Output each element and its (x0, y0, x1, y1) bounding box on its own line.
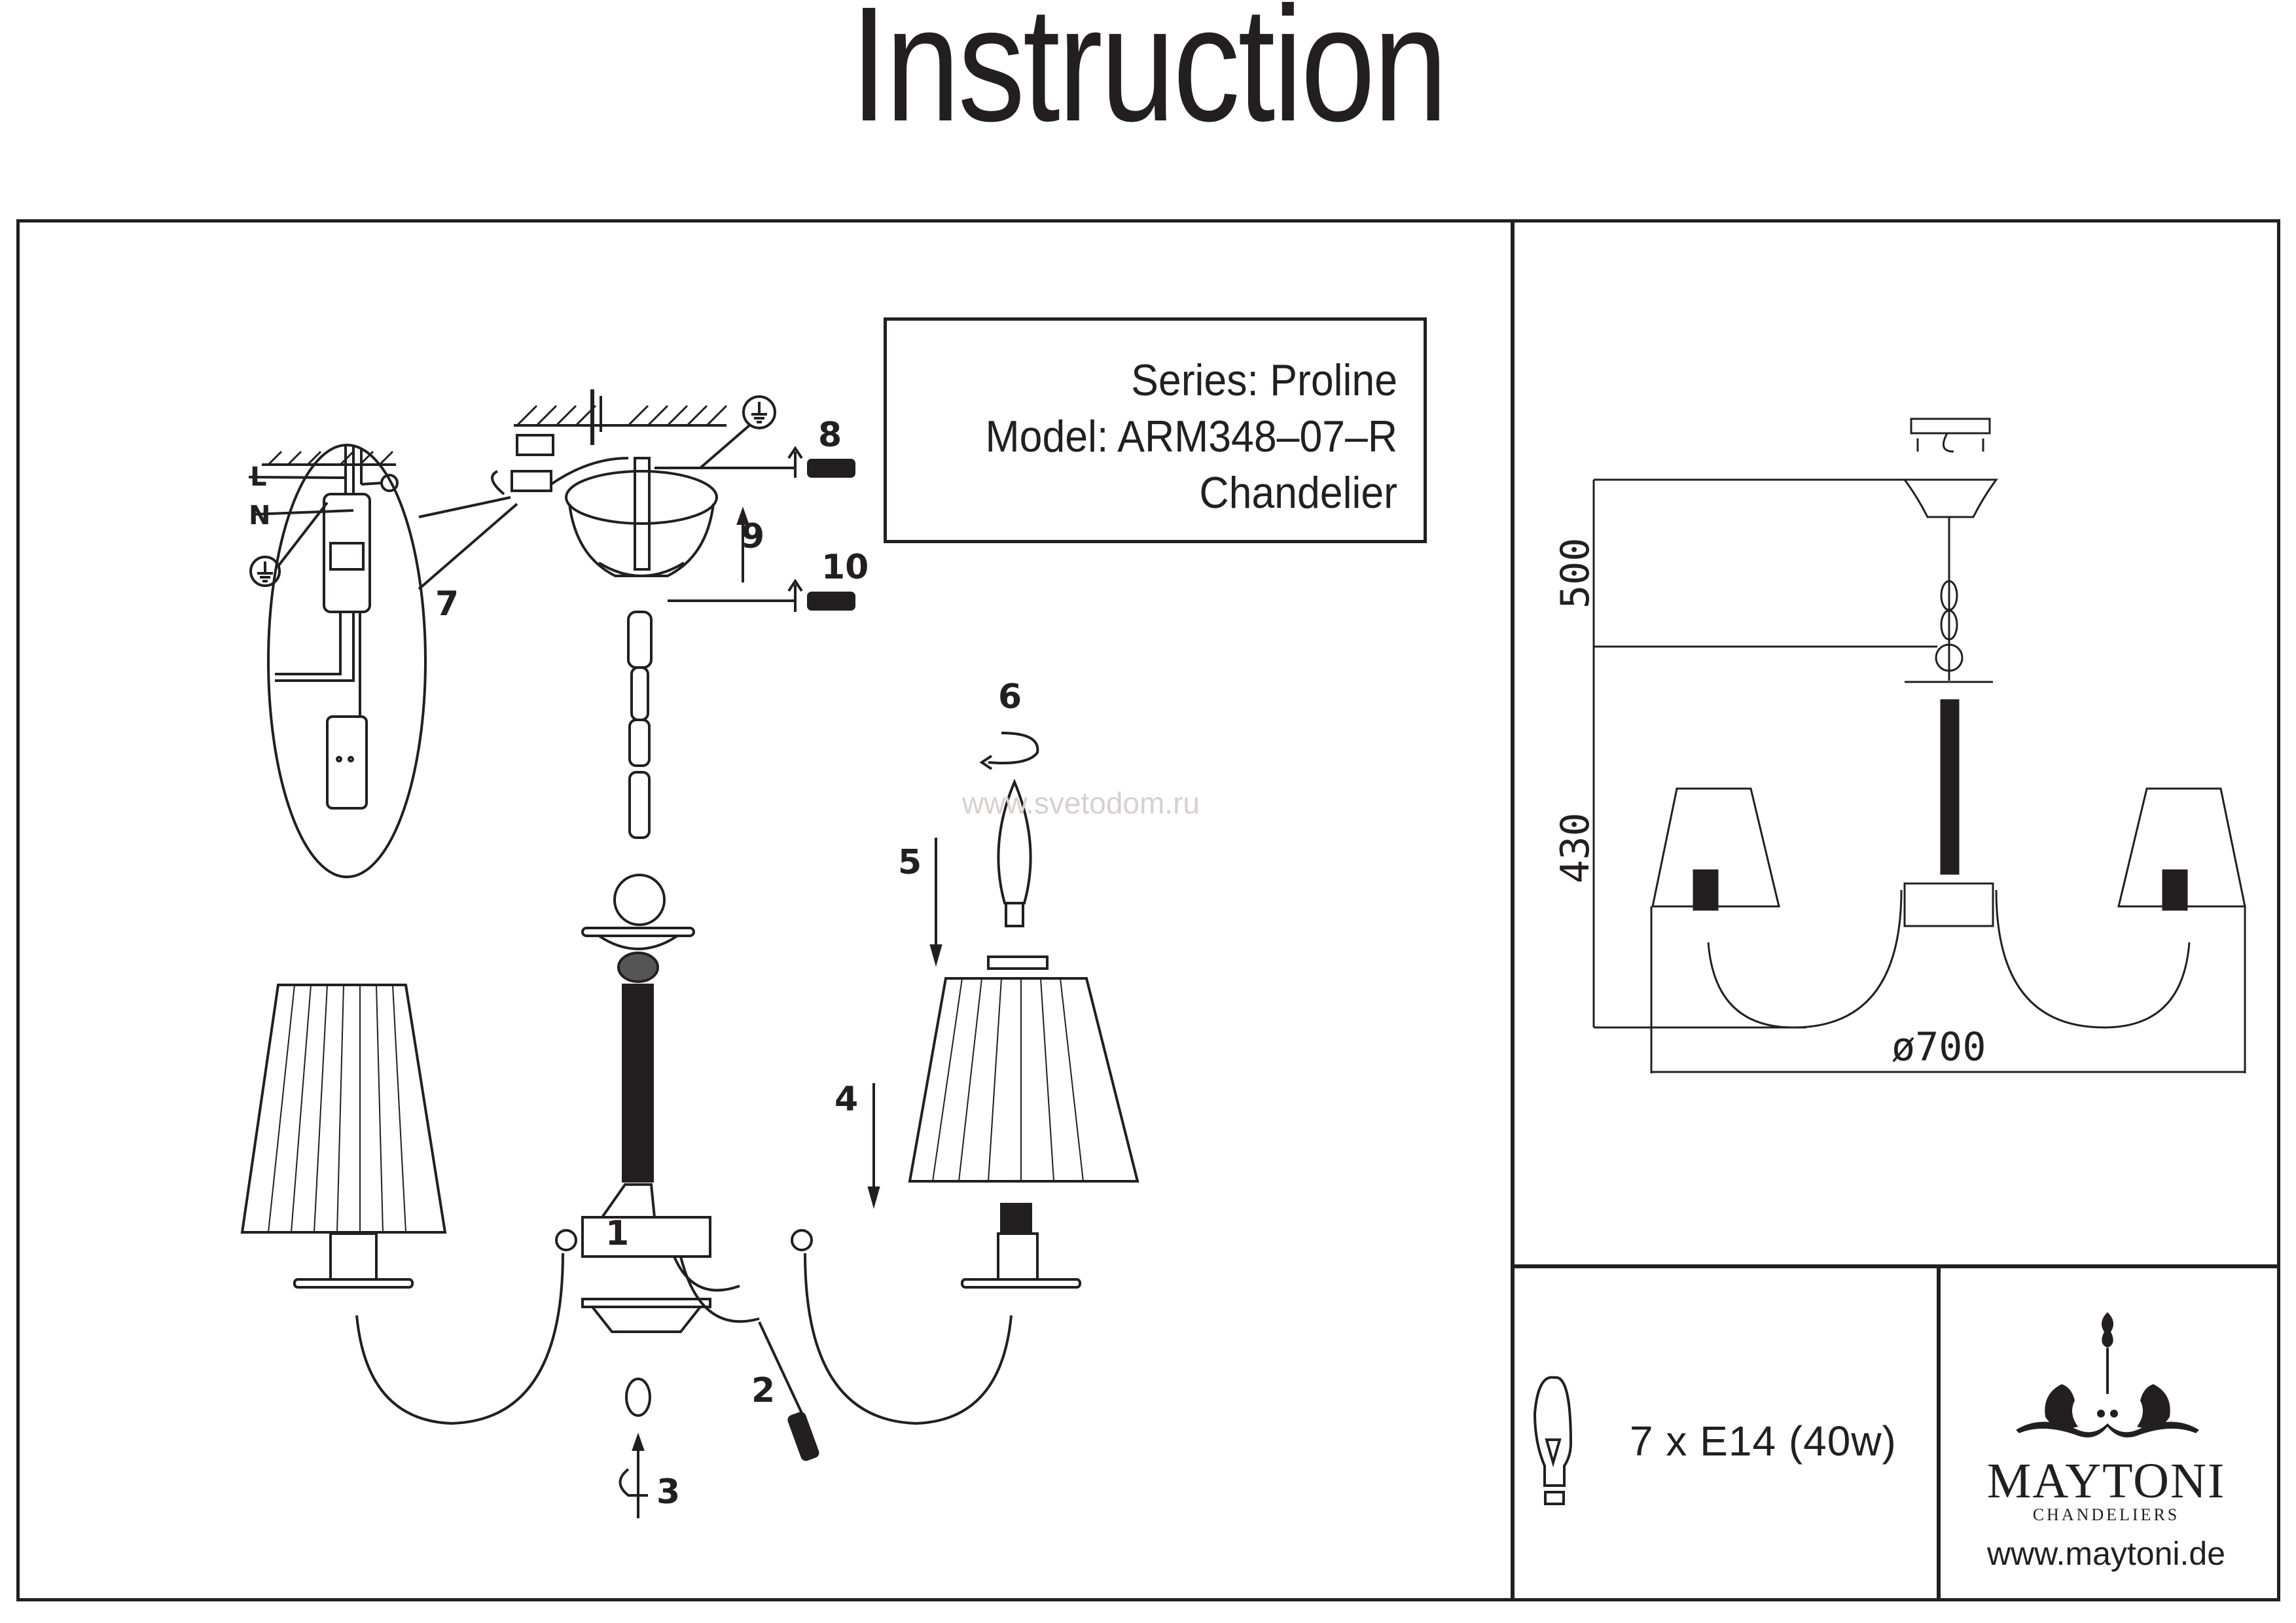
ceiling-hatch-icon (516, 404, 728, 427)
mounting-bracket (516, 434, 554, 456)
dimension-right-arm (1995, 889, 2191, 1029)
dimension-stem (1940, 699, 1960, 875)
ceiling-mount (491, 389, 855, 612)
arm-joint (555, 1229, 577, 1251)
top-cup (581, 927, 695, 937)
finial (625, 1378, 651, 1417)
arm-hub (581, 1216, 711, 1258)
brand-name: MAYTONI (1986, 1454, 2226, 1508)
dimension-drawing (1592, 418, 2246, 1073)
dimension-hub (1903, 882, 1994, 927)
left-candle (329, 1232, 378, 1281)
product-type-label: Chandelier (1199, 468, 1397, 518)
step-9-label: 9 (741, 517, 765, 556)
step-6-label: 6 (998, 677, 1022, 717)
wiring-label-live: L (250, 462, 267, 492)
wiring-label-neutral: N (249, 501, 271, 531)
dimension-chain-height: 500 (1552, 537, 1598, 609)
screwdriver-icon (787, 1412, 819, 1461)
dimension-canopy (1903, 478, 1998, 518)
shade-ring (987, 955, 1049, 970)
wiring-detail-callout (248, 444, 518, 878)
rotate-arrow-icon (988, 732, 1039, 764)
hook (1942, 433, 1954, 453)
dimension-body-height: 430 (1552, 812, 1598, 883)
terminal-block (323, 493, 371, 613)
connector-block (511, 470, 552, 492)
switch-box (326, 715, 368, 810)
right-divider-horizontal (1511, 1264, 2280, 1268)
bottom-divider-vertical (1937, 1266, 1941, 1600)
earth-symbol-icon (742, 395, 776, 429)
right-candle (997, 1232, 1039, 1281)
watermark: www.svetodom.ru (962, 786, 1200, 820)
light-bulb-icon (1533, 1376, 1573, 1505)
brand-url[interactable]: www.maytoni.de (1986, 1535, 2226, 1572)
dimension-left-arm (1707, 889, 1903, 1029)
crystal-ball (617, 952, 659, 983)
callout-leader-line (418, 503, 518, 590)
brand-tagline: CHANDELIERS (2032, 1505, 2180, 1524)
earth-symbol-icon (249, 556, 281, 587)
product-info-box: Series: Proline Model: ARM348–07–R Chand… (884, 317, 1427, 543)
bulb-base (1005, 902, 1024, 927)
dimension-left-shade (1651, 787, 1780, 908)
right-lamp-shade (908, 977, 1139, 1183)
model-label: Model: ARM348–07–R (985, 412, 1397, 461)
maytoni-ornament-logo (2016, 1312, 2199, 1438)
screwdriver-icon (807, 459, 855, 478)
column-stem (622, 984, 654, 1183)
bottom-cup (581, 1298, 711, 1308)
page-title: Instruction (850, 0, 1448, 155)
step-8-label: 8 (818, 416, 842, 455)
arm-joint (791, 1229, 813, 1251)
canopy (565, 470, 718, 525)
step-3-label: 3 (656, 1472, 681, 1512)
screwdriver-shaft (758, 1321, 806, 1421)
instruction-frame (16, 219, 2280, 1601)
left-arm (355, 1253, 564, 1425)
e14-socket (1000, 1203, 1032, 1235)
dimension-diameter: ø700 (1892, 1024, 1986, 1070)
step-2-label: 2 (751, 1371, 776, 1410)
screwdriver-icon (807, 592, 855, 611)
rotate-arrow-icon (787, 579, 803, 612)
mounting-plate (1910, 418, 1991, 435)
right-shade-pleats (932, 978, 1084, 1182)
rotate-arrow-icon (619, 1468, 648, 1497)
step-7-label: 7 (435, 584, 459, 624)
rotate-arrow-icon (787, 446, 803, 478)
bulb-spec: 7 x E14 (40w) (1630, 1418, 1897, 1465)
chain-ring (613, 874, 666, 926)
step-1-label: 1 (605, 1214, 630, 1253)
chandelier-body (240, 732, 1139, 1518)
left-lamp-shade (240, 984, 447, 1234)
step-10-label: 10 (821, 548, 869, 587)
step-4-label: 4 (834, 1080, 859, 1119)
left-shade-pleats (268, 984, 406, 1233)
chain (613, 611, 666, 926)
main-divider-vertical (1511, 219, 1515, 1600)
callout-leader-line (418, 496, 511, 518)
series-label: Series: Proline (1131, 355, 1397, 405)
step-5-label: 5 (898, 843, 922, 882)
right-arm (804, 1253, 1013, 1425)
